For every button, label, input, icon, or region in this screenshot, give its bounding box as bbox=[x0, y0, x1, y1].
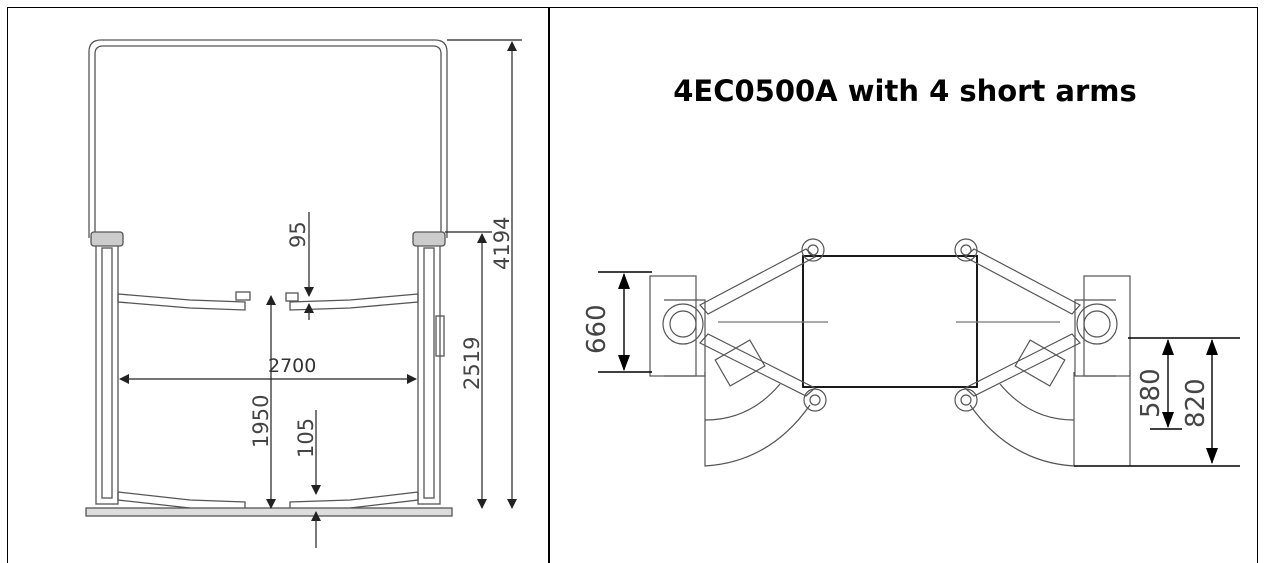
left-column bbox=[95, 241, 119, 505]
left-upper-arm bbox=[699, 248, 817, 315]
dim-label-95: 95 bbox=[286, 221, 310, 248]
floor-base bbox=[85, 507, 453, 517]
dim-label-105: 105 bbox=[294, 418, 318, 458]
column-divider bbox=[548, 7, 550, 563]
left-post bbox=[662, 303, 704, 345]
dim-label-820: 820 bbox=[1181, 378, 1211, 428]
left-lower-arm bbox=[699, 333, 817, 397]
dim-label-660: 660 bbox=[582, 304, 612, 354]
vehicle-outline bbox=[802, 255, 978, 388]
dim-label-580: 580 bbox=[1136, 368, 1166, 418]
top-view bbox=[649, 238, 1131, 467]
dim-label-4194: 4194 bbox=[490, 217, 514, 270]
right-column bbox=[417, 241, 441, 505]
lower-left-arm bbox=[117, 491, 246, 511]
lower-right-arm bbox=[289, 491, 419, 511]
diagram-title: 4EC0500A with 4 short arms bbox=[673, 74, 1137, 108]
dim-label-2519: 2519 bbox=[460, 337, 484, 390]
dim-label-1950: 1950 bbox=[249, 395, 273, 448]
front-view bbox=[85, 39, 453, 517]
right-post bbox=[1076, 303, 1118, 345]
overhead-bar bbox=[88, 39, 448, 238]
table-frame bbox=[7, 7, 1258, 563]
right-base-plate bbox=[1083, 275, 1131, 377]
left-base-plate bbox=[649, 275, 697, 377]
dim-label-2700: 2700 bbox=[268, 355, 316, 377]
upper-left-arm bbox=[117, 293, 246, 311]
upper-right-arm bbox=[289, 293, 419, 311]
right-upper-arm bbox=[963, 248, 1081, 315]
right-lower-arm bbox=[963, 333, 1081, 397]
